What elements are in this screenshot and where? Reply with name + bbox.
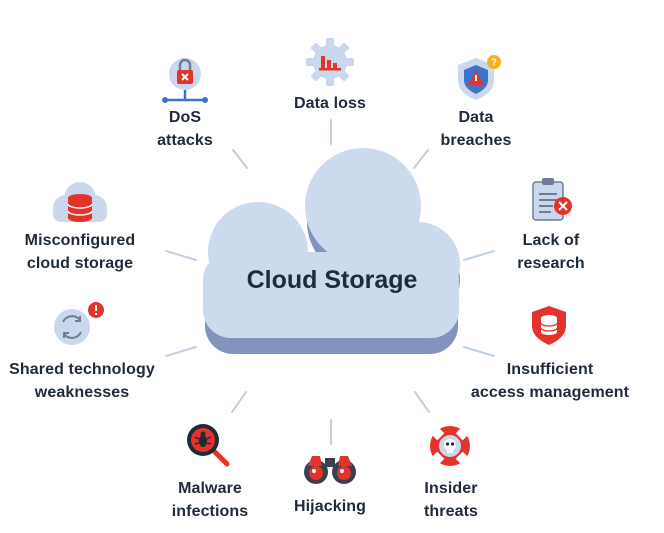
label-line: Malware <box>178 480 242 497</box>
label-data-loss: Data loss <box>280 92 380 115</box>
label-line: attacks <box>157 132 213 149</box>
label-hijacking: Hijacking <box>280 495 380 518</box>
label-line: DoS <box>168 109 202 126</box>
connector-data-breaches <box>413 149 429 169</box>
connector-malware <box>231 391 247 413</box>
binoculars-icon <box>304 456 356 484</box>
label-line: Insufficient <box>506 361 594 378</box>
database-cloud-icon <box>53 182 107 222</box>
cloud-shape <box>203 148 460 354</box>
connector-dos-attacks <box>232 149 248 169</box>
label-dos-attacks: DoS attacks <box>135 106 235 152</box>
connector-insider-threats <box>414 391 430 413</box>
cloud-body <box>203 148 460 338</box>
label-data-breaches: Data breaches <box>426 106 526 152</box>
label-line: threats <box>423 503 479 520</box>
label-insider-threats: Insider threats <box>401 477 501 523</box>
shield-database-icon <box>532 306 566 345</box>
label-insufficient-access-management: Insufficient access management <box>462 358 638 404</box>
label-line: Data loss <box>293 95 367 112</box>
connector-insufficient-access <box>463 346 495 357</box>
lifebuoy-skull-icon <box>430 426 470 466</box>
gear-chart-icon <box>306 38 354 86</box>
connector-misconfigured <box>165 250 197 261</box>
svg-text:?: ? <box>491 57 497 67</box>
center-title: Cloud Storage <box>246 266 418 294</box>
label-misconfigured-cloud-storage: Misconfigured cloud storage <box>10 229 150 275</box>
connector-lack-of-research <box>463 250 495 261</box>
label-line: Misconfigured <box>24 232 136 249</box>
connector-shared-technology <box>165 346 197 357</box>
label-line: Lack of <box>522 232 580 249</box>
shield-alert-icon: ? <box>458 55 501 100</box>
label-line: research <box>517 255 585 272</box>
label-line: breaches <box>440 132 512 149</box>
padlock-network-icon <box>162 58 208 103</box>
label-line: cloud storage <box>26 255 134 272</box>
label-shared-technology-weaknesses: Shared technology weaknesses <box>2 358 162 404</box>
connector-lines <box>165 119 495 445</box>
label-line: Insider <box>424 480 478 497</box>
magnifier-bug-icon <box>187 424 230 467</box>
label-lack-of-research: Lack of research <box>501 229 601 275</box>
label-line: Data <box>458 109 494 126</box>
label-line: weaknesses <box>34 384 130 401</box>
label-line: Hijacking <box>293 498 367 515</box>
label-malware-infections: Malware infections <box>160 477 260 523</box>
clipboard-error-icon <box>532 178 572 221</box>
sync-alert-icon <box>54 302 104 345</box>
label-line: access management <box>470 384 630 401</box>
label-line: Shared technology <box>9 361 155 378</box>
label-line: infections <box>171 503 249 520</box>
